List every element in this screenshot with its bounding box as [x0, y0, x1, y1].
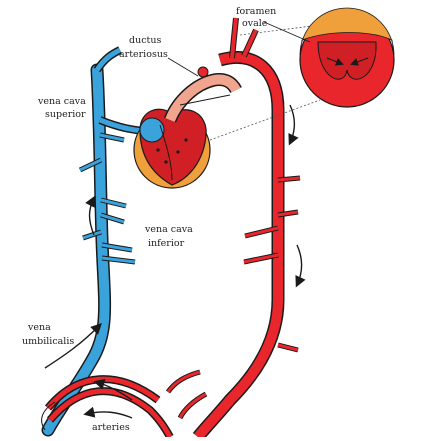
label-arteriosus: arteriosus	[119, 49, 168, 60]
label-arteries: arteries	[92, 422, 130, 433]
aorta-artery	[165, 17, 301, 441]
label-vena-umbilicalis-2: umbilicalis	[22, 336, 75, 347]
ductus-arteriosus-vessel	[163, 66, 242, 123]
label-ductus: ductus	[129, 35, 162, 46]
label-vena-cava-superior-1: vena cava	[38, 96, 86, 107]
label-vena-cava-superior-2: superior	[45, 109, 86, 120]
label-ovale: ovale	[242, 18, 268, 29]
label-vena-cava-inferior-1: vena cava	[145, 224, 193, 235]
heart	[133, 108, 211, 189]
label-foramen: foramen	[236, 6, 277, 17]
flow-arrows	[44, 104, 306, 419]
label-vena-cava-inferior-2: inferior	[148, 238, 185, 249]
label-vena-umbilicalis-1: vena	[28, 322, 51, 333]
vena-cava-vein	[41, 46, 153, 437]
foramen-ovale-inset	[209, 7, 395, 141]
